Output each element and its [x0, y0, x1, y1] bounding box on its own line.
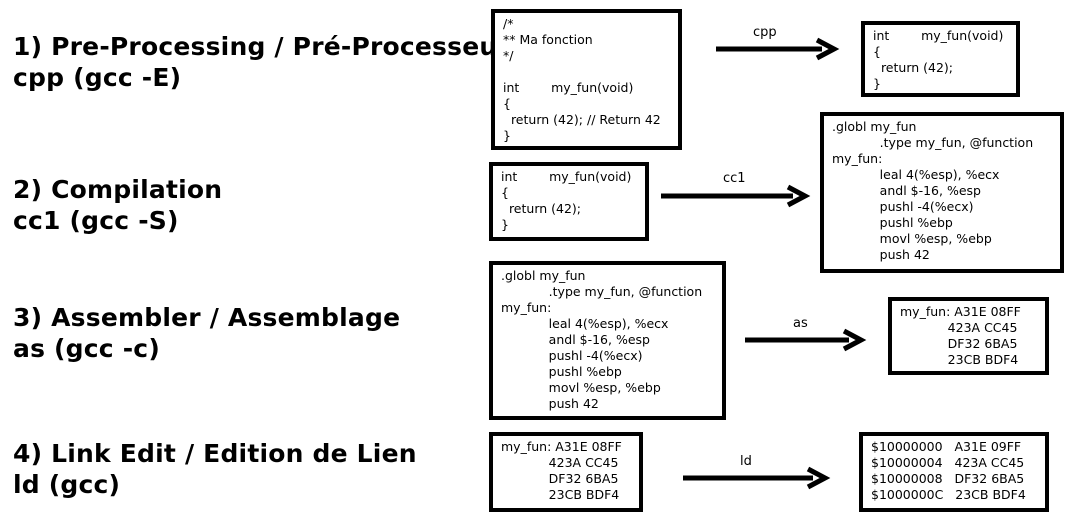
stage-2-arrow-label: cc1 [723, 171, 746, 186]
code-line: .type my_fun, @function [501, 284, 703, 299]
stage-3-arrow [745, 328, 867, 352]
code-line: } [501, 217, 509, 232]
stage-2-input-box: int my_fun(void){ return (42);} [489, 162, 649, 241]
stage-1-input-box: /*** Ma fonction*/ int my_fun(void){ retu… [491, 9, 682, 150]
stage-3-title: 3) Assembler / Assemblage as (gcc -c) [13, 302, 400, 364]
code-line: $10000000 A31E 09FF [871, 439, 1022, 454]
code-line: } [873, 76, 881, 91]
stage-2-arrow [661, 184, 811, 208]
stage-1-output-box: int my_fun(void){ return (42);} [861, 21, 1020, 97]
code-line: push 42 [832, 247, 930, 262]
stage-2-tool: cc1 (gcc -S) [13, 206, 179, 235]
stage-2-heading: 2) Compilation [13, 175, 223, 204]
code-line: .globl my_fun [832, 119, 917, 134]
code-line: { [501, 185, 509, 200]
code-line: .type my_fun, @function [832, 135, 1034, 150]
code-line: int my_fun(void) [503, 80, 634, 95]
stage-4-tool: ld (gcc) [13, 470, 121, 499]
code-line: return (42); [873, 60, 954, 75]
stage-4-input-box: my_fun: A31E 08FF 423A CC45 DF32 6BA5 23… [489, 432, 643, 512]
code-line: my_fun: A31E 08FF [501, 439, 622, 454]
stage-4-output-box: $10000000 A31E 09FF$10000004 423A CC45$1… [859, 432, 1049, 512]
code-line: $1000000C 23CB BDF4 [871, 487, 1026, 502]
code-line: int my_fun(void) [501, 169, 632, 184]
code-line: } [503, 128, 511, 143]
stage-3-tool: as (gcc -c) [13, 334, 160, 363]
code-line: DF32 6BA5 [900, 336, 1018, 351]
stage-2-title: 2) Compilation cc1 (gcc -S) [13, 174, 222, 236]
code-line: movl %esp, %ebp [501, 380, 661, 395]
code-line: my_fun: A31E 08FF [900, 304, 1021, 319]
code-line: $10000008 DF32 6BA5 [871, 471, 1025, 486]
code-line: */ [503, 48, 514, 63]
stage-1-title: 1) Pre-Processing / Pré-Processeur cpp (… [13, 31, 510, 93]
code-line: .globl my_fun [501, 268, 586, 283]
stage-1-arrow-label: cpp [753, 25, 777, 40]
code-line: my_fun: [832, 151, 883, 166]
code-line: my_fun: [501, 300, 552, 315]
code-line: pushl -4(%ecx) [832, 199, 974, 214]
code-line: 423A CC45 [501, 455, 619, 470]
code-line: pushl -4(%ecx) [501, 348, 643, 363]
stage-3-arrow-label: as [793, 316, 808, 331]
stage-4-arrow [683, 466, 831, 490]
code-line: andl $-16, %esp [501, 332, 650, 347]
code-line: int my_fun(void) [873, 28, 1004, 43]
code-line: /* [503, 16, 514, 31]
code-line: 23CB BDF4 [900, 352, 1019, 367]
code-line: { [503, 96, 511, 111]
stage-4-heading: 4) Link Edit / Edition de Lien [13, 439, 417, 468]
code-line: push 42 [501, 396, 599, 411]
code-line: 423A CC45 [900, 320, 1018, 335]
stage-4-title: 4) Link Edit / Edition de Lien ld (gcc) [13, 438, 417, 500]
code-line: movl %esp, %ebp [832, 231, 992, 246]
code-line: leal 4(%esp), %ecx [501, 316, 669, 331]
code-line: return (42); // Return 42 [503, 112, 661, 127]
code-line [503, 64, 670, 80]
stage-1-tool: cpp (gcc -E) [13, 63, 182, 92]
code-line: $10000004 423A CC45 [871, 455, 1025, 470]
stage-4-arrow-label: ld [740, 454, 752, 469]
code-line: pushl %ebp [832, 215, 953, 230]
code-line: pushl %ebp [501, 364, 622, 379]
stage-3-heading: 3) Assembler / Assemblage [13, 303, 401, 332]
code-line: 23CB BDF4 [501, 487, 620, 502]
code-line: andl $-16, %esp [832, 183, 981, 198]
code-line: { [873, 44, 881, 59]
stage-3-output-box: my_fun: A31E 08FF 423A CC45 DF32 6BA5 23… [888, 297, 1049, 375]
code-line: ** Ma fonction [503, 32, 593, 47]
code-line: leal 4(%esp), %ecx [832, 167, 1000, 182]
code-line: DF32 6BA5 [501, 471, 619, 486]
stage-1-heading: 1) Pre-Processing / Pré-Processeur [13, 32, 510, 61]
code-line: return (42); [501, 201, 582, 216]
stage-1-arrow [716, 37, 840, 61]
